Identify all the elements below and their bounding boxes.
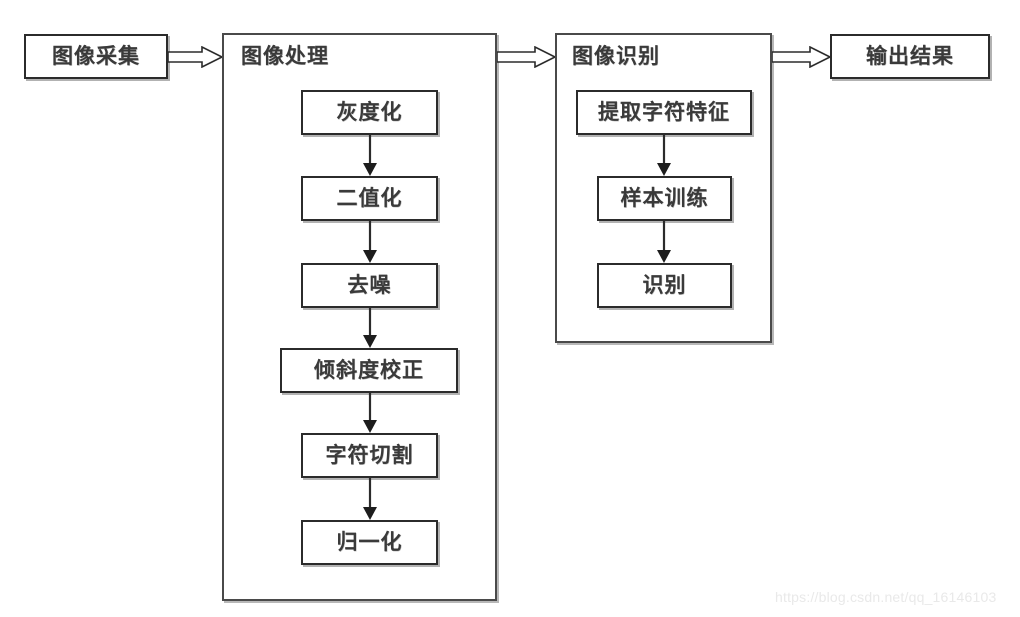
node-recognize[interactable]: 识别	[597, 263, 732, 308]
node-character-segmentation[interactable]: 字符切割	[301, 433, 438, 478]
node-grayscale[interactable]: 灰度化	[301, 90, 438, 135]
arrow-processing-to-recognition	[497, 46, 557, 68]
node-binarization[interactable]: 二值化	[301, 176, 438, 221]
node-label: 样本训练	[620, 186, 709, 210]
arrow-capture-to-processing	[168, 46, 224, 68]
node-label: 图像采集	[52, 44, 140, 68]
node-label: 灰度化	[336, 100, 403, 124]
node-extract-character-features[interactable]: 提取字符特征	[576, 90, 752, 135]
group-title-image-recognition: 图像识别	[572, 44, 660, 68]
node-label: 倾斜度校正	[314, 358, 424, 382]
node-output-result[interactable]: 输出结果	[830, 34, 990, 79]
node-label: 二值化	[336, 186, 403, 210]
node-image-capture[interactable]: 图像采集	[24, 34, 168, 79]
node-label: 输出结果	[866, 44, 954, 68]
arrow-recognition-to-output	[772, 46, 832, 68]
node-normalization[interactable]: 归一化	[301, 520, 438, 565]
node-label: 去噪	[347, 273, 392, 297]
node-label: 识别	[642, 273, 687, 297]
node-denoise[interactable]: 去噪	[301, 263, 438, 308]
watermark-text: https://blog.csdn.net/qq_16146103	[775, 589, 997, 605]
group-title-image-processing: 图像处理	[241, 44, 329, 68]
node-label: 字符切割	[325, 443, 414, 467]
node-label: 提取字符特征	[598, 100, 730, 124]
node-label: 归一化	[336, 530, 403, 554]
node-sample-training[interactable]: 样本训练	[597, 176, 732, 221]
node-skew-correction[interactable]: 倾斜度校正	[280, 348, 458, 393]
